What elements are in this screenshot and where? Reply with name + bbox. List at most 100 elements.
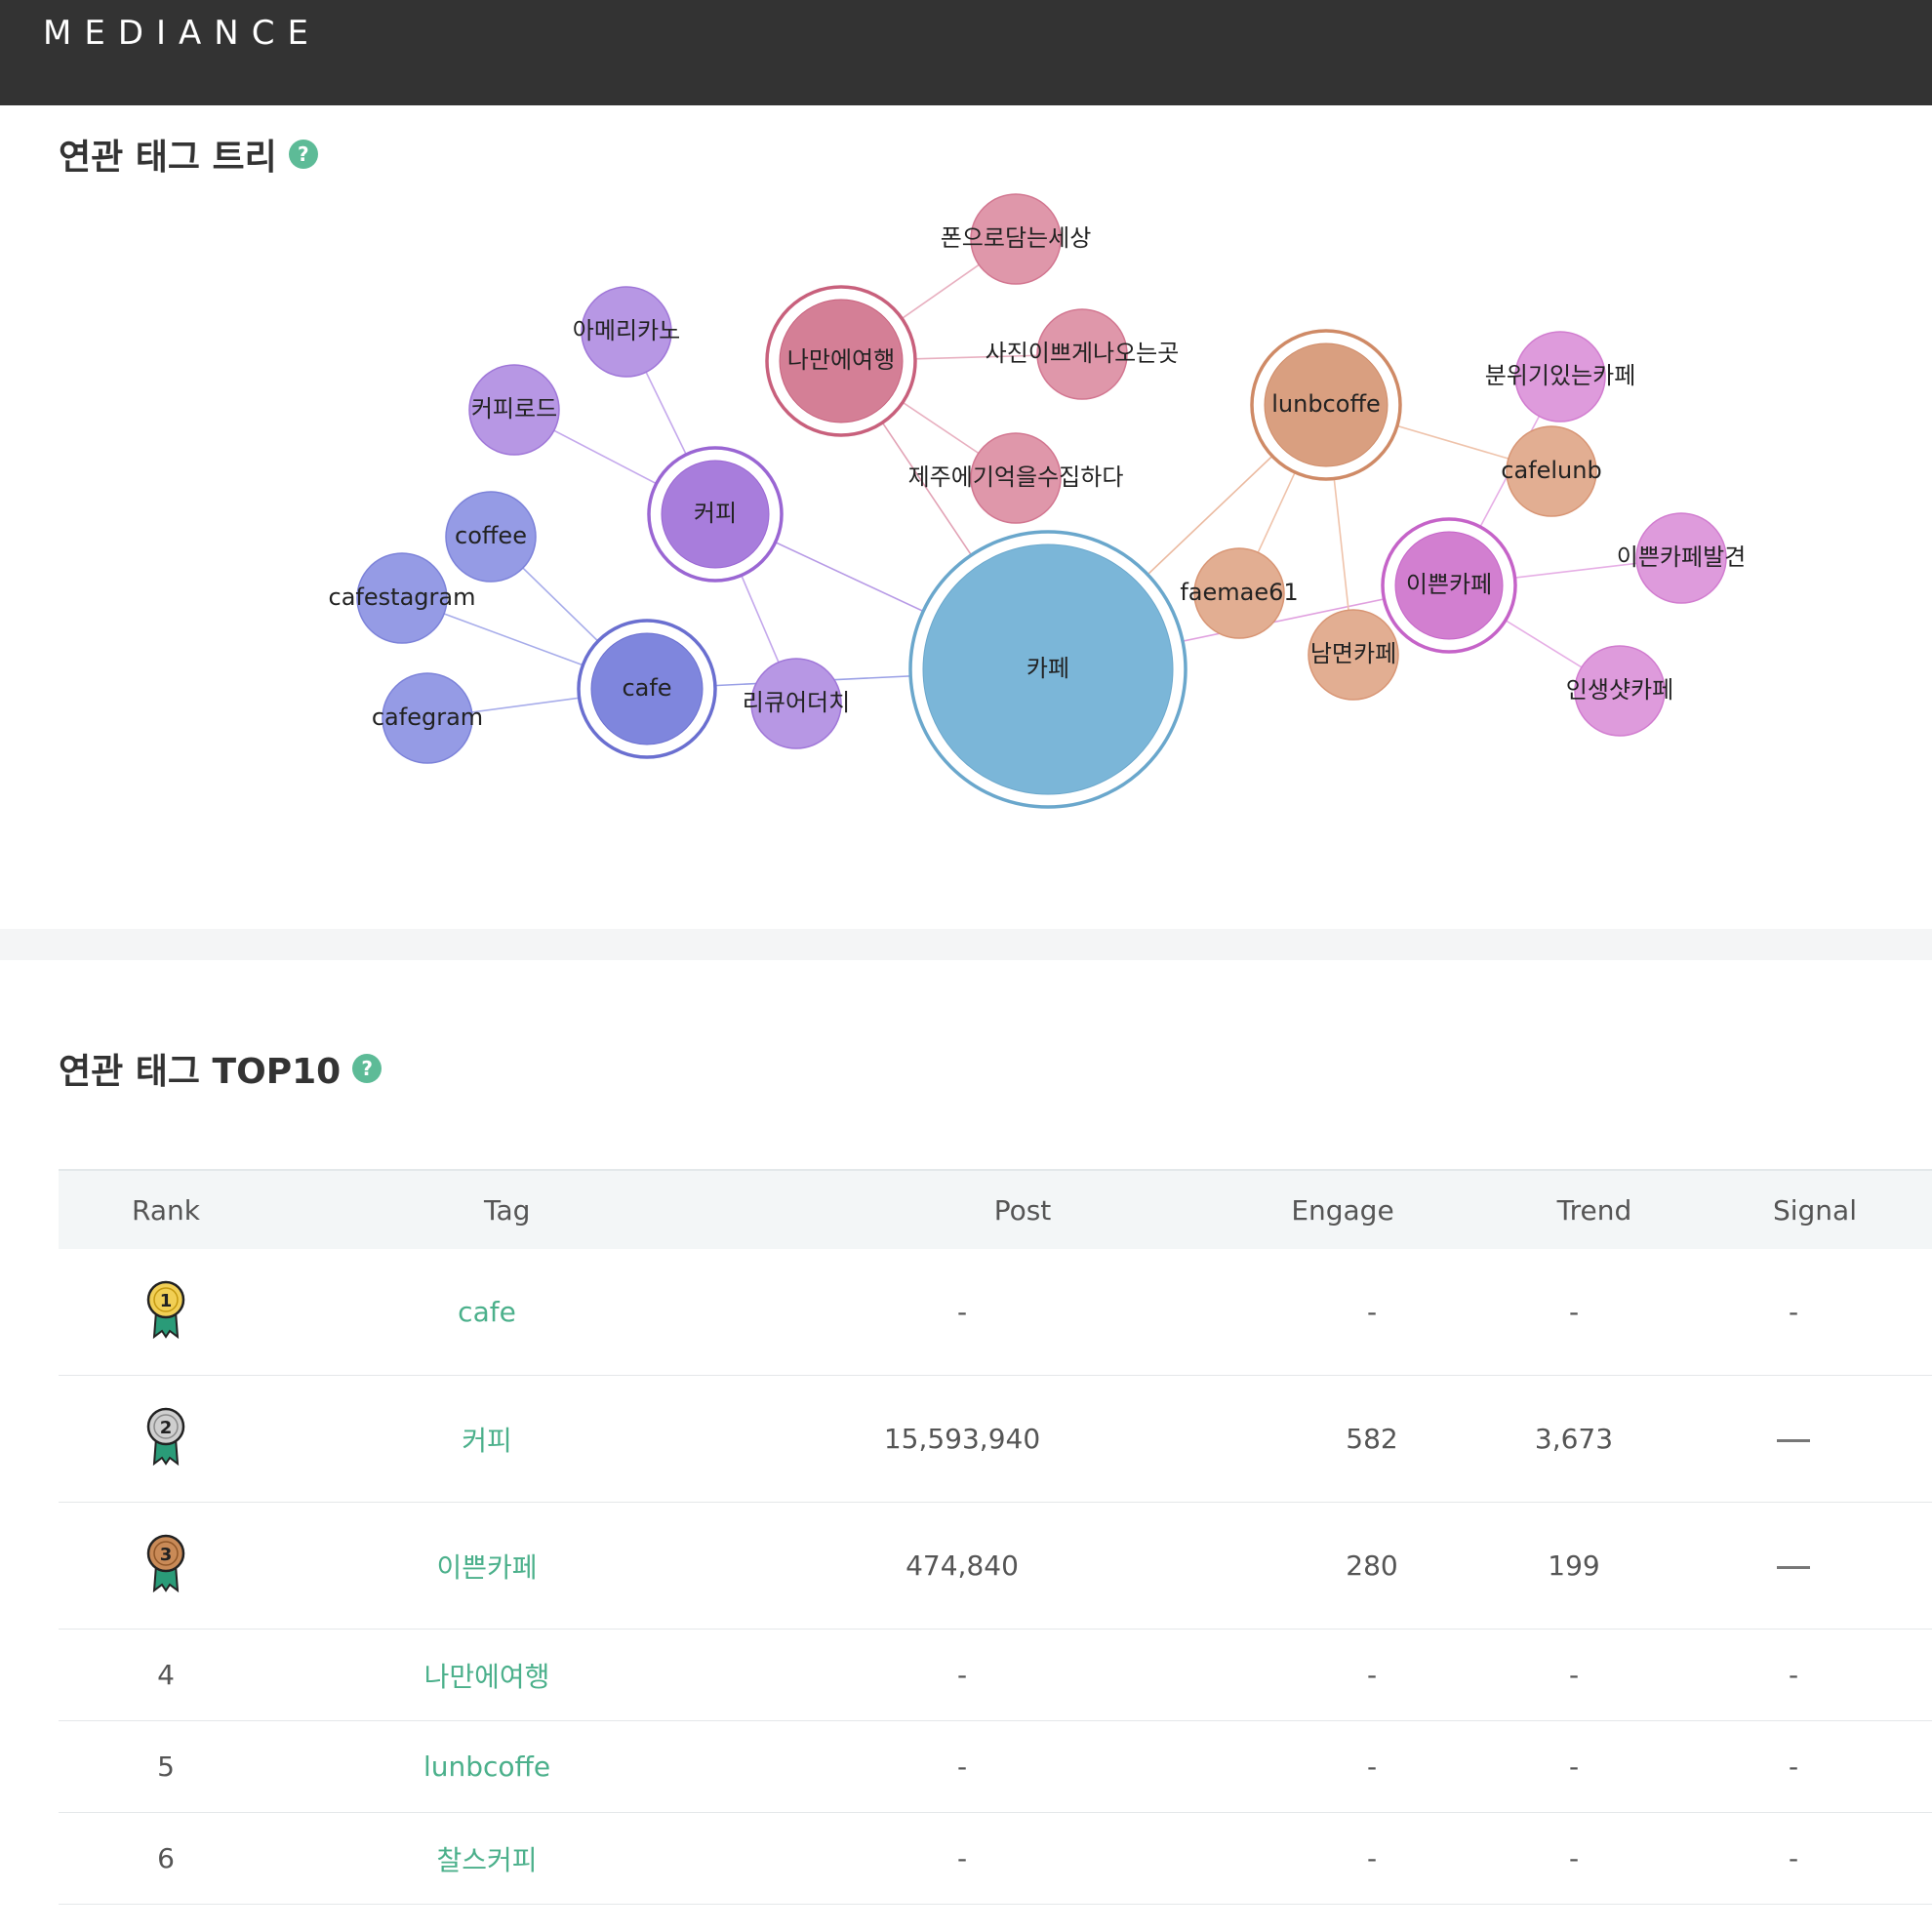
node-label: faemae61 [1180, 579, 1298, 606]
graph-node-coffee[interactable]: coffee [445, 491, 537, 583]
node-circle [1635, 512, 1727, 604]
node-label: 나만에여행 [787, 346, 895, 374]
rank-number: 3 [160, 1545, 173, 1565]
graph-node-cafe[interactable]: cafe [577, 619, 717, 759]
node-circle [1193, 547, 1285, 639]
signal-flat-icon [1777, 1438, 1810, 1442]
graph-node-insaeng[interactable]: 인생샷카페 [1566, 645, 1673, 737]
graph-node-cafe_kr[interactable]: 카페 [908, 530, 1187, 809]
graph-node-yeppeun[interactable]: 이쁜카페 [1381, 517, 1517, 654]
engage-cell: - [1366, 1659, 1378, 1691]
tag-link[interactable]: cafe [458, 1296, 516, 1328]
node-label: cafestagram [329, 584, 476, 611]
medal-icon: 1 [146, 1280, 185, 1339]
graph-node-americano[interactable]: 아메리카노 [573, 286, 680, 378]
signal-cell: - [1788, 1751, 1799, 1783]
post-cell: - [956, 1659, 968, 1691]
graph-node-nammyeon[interactable]: 남면카페 [1308, 609, 1399, 701]
node-label: 리큐어더치 [743, 689, 850, 716]
post-cell: - [956, 1842, 968, 1874]
post-cell: 15,593,940 [883, 1423, 1041, 1455]
top10-title-text: 연관 태그 TOP10 [59, 1052, 342, 1092]
rank-number: 1 [160, 1291, 173, 1311]
node-circle [1264, 342, 1389, 467]
node-label: lunbcoffe [1271, 390, 1381, 418]
node-circle [590, 632, 704, 745]
graph-node-naman[interactable]: 나만에여행 [765, 285, 917, 437]
header-tag: Tag [484, 1193, 531, 1227]
top10-section-title: 연관 태그 TOP10 ? [59, 1043, 382, 1094]
node-label: 분위기있는카페 [1485, 362, 1636, 389]
trend-cell: 199 [1548, 1550, 1600, 1582]
section-divider [0, 929, 1932, 960]
node-label: 폰으로담는세상 [941, 224, 1092, 252]
node-label: 남면카페 [1310, 640, 1396, 667]
graph-node-jeju[interactable]: 제주에기억을수집하다 [908, 432, 1124, 524]
signal-flat-icon [1777, 1565, 1810, 1569]
node-circle [1506, 425, 1597, 517]
signal-cell: - [1788, 1842, 1799, 1874]
table-header: Rank Tag Post Engage Trend Signal [59, 1169, 1932, 1249]
node-circle [661, 460, 770, 569]
graph-node-retouch[interactable]: 리큐어더치 [743, 658, 850, 749]
graph-node-cafelunb[interactable]: cafelunb [1501, 425, 1602, 517]
graph-node-coffeeroad[interactable]: 커피로드 [468, 364, 560, 456]
node-label: 이쁜카페발견 [1617, 543, 1746, 571]
trend-cell: - [1568, 1296, 1580, 1328]
graph-node-discover[interactable]: 이쁜카페발견 [1617, 512, 1746, 604]
tag-link[interactable]: lunbcoffe [423, 1751, 551, 1783]
node-circle [1514, 331, 1606, 423]
node-label: 카페 [1026, 655, 1069, 682]
tag-link[interactable]: 이쁜카페 [436, 1550, 538, 1584]
top10-table: Rank Tag Post Engage Trend Signal 1 cafe -… [59, 1169, 1932, 1905]
tag-link[interactable]: 나만에여행 [423, 1660, 550, 1693]
node-label: 아메리카노 [573, 317, 680, 344]
node-circle [581, 286, 672, 378]
rank-cell: 5 [157, 1751, 175, 1783]
brand-logo[interactable]: MEDIANCE [43, 14, 321, 53]
graph-node-cafegram[interactable]: cafegram [372, 672, 483, 764]
graph-node-mood[interactable]: 분위기있는카페 [1485, 331, 1636, 423]
tag-link[interactable]: 찰스커피 [436, 1843, 538, 1876]
node-circle [1036, 308, 1128, 400]
header-trend: Trend [1556, 1193, 1632, 1227]
graph-node-photo[interactable]: 사진이쁘게나오는곳 [986, 308, 1180, 400]
trend-cell: - [1568, 1659, 1580, 1691]
graph-node-faemae[interactable]: faemae61 [1180, 547, 1299, 639]
tree-section-title: 연관 태그 트리 ? [59, 129, 318, 180]
medal-icon: 2 [146, 1407, 185, 1466]
node-label: 제주에기억을수집하다 [908, 463, 1124, 491]
post-cell: - [956, 1296, 968, 1328]
post-cell: 474,840 [906, 1550, 1019, 1582]
graph-node-phone[interactable]: 폰으로담는세상 [941, 193, 1092, 285]
top-bar: MEDIANCE [0, 0, 1932, 105]
graph-node-cafestagram[interactable]: cafestagram [329, 552, 476, 644]
node-label: cafelunb [1501, 457, 1601, 484]
signal-cell: - [1788, 1296, 1799, 1328]
help-icon[interactable]: ? [288, 140, 318, 169]
node-label: 이쁜카페 [1406, 571, 1492, 598]
node-circle [468, 364, 560, 456]
header-signal: Signal [1772, 1193, 1857, 1227]
signal-cell: - [1788, 1659, 1799, 1691]
node-label: 커피 [694, 500, 737, 527]
node-circle [1574, 645, 1666, 737]
node-circle [445, 491, 537, 583]
tree-title-text: 연관 태그 트리 [59, 138, 277, 178]
graph-node-coffee_kr[interactable]: 커피 [647, 446, 784, 583]
rank-cell: 1 [59, 1278, 273, 1346]
tag-link[interactable]: 커피 [462, 1424, 512, 1457]
rank-cell: 6 [157, 1842, 175, 1874]
header-post: Post [993, 1193, 1052, 1227]
node-circle [356, 552, 448, 644]
help-icon[interactable]: ? [352, 1054, 382, 1083]
node-label: 사진이쁘게나오는곳 [986, 340, 1180, 367]
trend-cell: - [1568, 1842, 1580, 1874]
node-label: cafegram [372, 704, 483, 731]
signal-cell [1715, 1423, 1872, 1455]
graph-node-lunbcoffe[interactable]: lunbcoffe [1250, 329, 1402, 481]
